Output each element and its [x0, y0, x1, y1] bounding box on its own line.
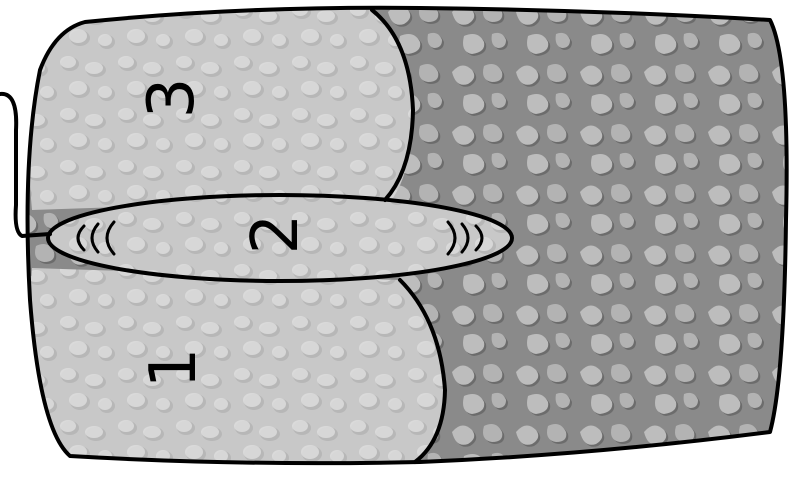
region-3-label: 3 [135, 78, 209, 119]
left-bracket [0, 91, 52, 238]
right-arc-marks [446, 220, 484, 256]
region-2-label: 2 [239, 214, 313, 255]
region-3-area [29, 9, 413, 211]
left-arc-marks [76, 220, 116, 256]
region-1-boundary [398, 278, 447, 464]
region-2-outline [46, 193, 514, 283]
region-1-area [30, 268, 445, 464]
region-3-boundary [370, 8, 415, 202]
region-2-area [48, 195, 512, 281]
outer-outline [25, 5, 789, 466]
region-1-label: 1 [137, 348, 211, 389]
